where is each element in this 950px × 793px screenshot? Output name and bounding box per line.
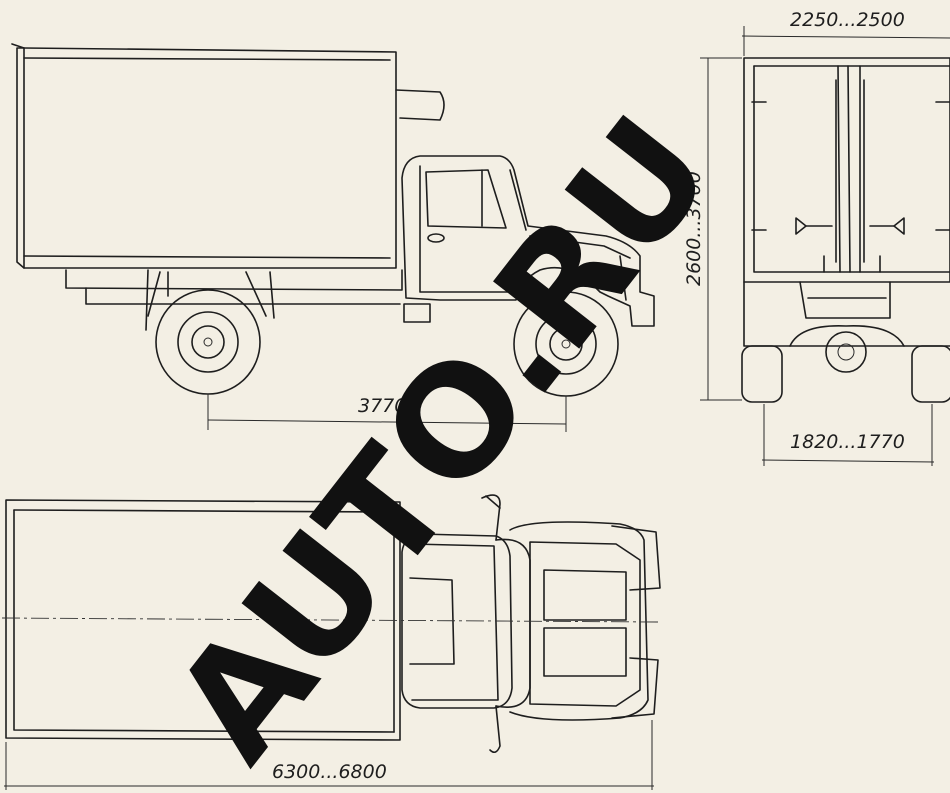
rear-wheels <box>741 345 950 403</box>
side-view: 3770 <box>11 43 655 432</box>
rear-dimensions: 2250...2500 2600...3700 1820...1770 <box>683 9 950 466</box>
top-cab <box>401 494 531 754</box>
wheelbase-label: 3770 <box>358 395 406 417</box>
overall-height-label: 2600...3700 <box>683 171 705 286</box>
overall-length-dimension: 6300...6800 <box>4 720 654 790</box>
side-cab <box>401 155 655 327</box>
rear-cargo-box <box>743 57 950 283</box>
overall-width-label: 2250...2500 <box>790 9 905 31</box>
rear-chassis <box>743 281 950 373</box>
side-cargo-box <box>11 43 445 269</box>
rear-view: 2250...2500 2600...3700 1820...1770 <box>683 9 950 466</box>
top-cargo-box <box>5 499 401 741</box>
top-centerline <box>1 617 659 623</box>
side-rear-wheel <box>155 289 261 395</box>
top-hood <box>509 521 661 721</box>
overall-length-label: 6300...6800 <box>272 761 387 783</box>
side-chassis-frame <box>65 269 403 331</box>
track-width-label: 1820...1770 <box>790 431 905 453</box>
top-view: 6300...6800 <box>1 494 661 790</box>
wheelbase-dimension: 3770 <box>207 394 567 432</box>
